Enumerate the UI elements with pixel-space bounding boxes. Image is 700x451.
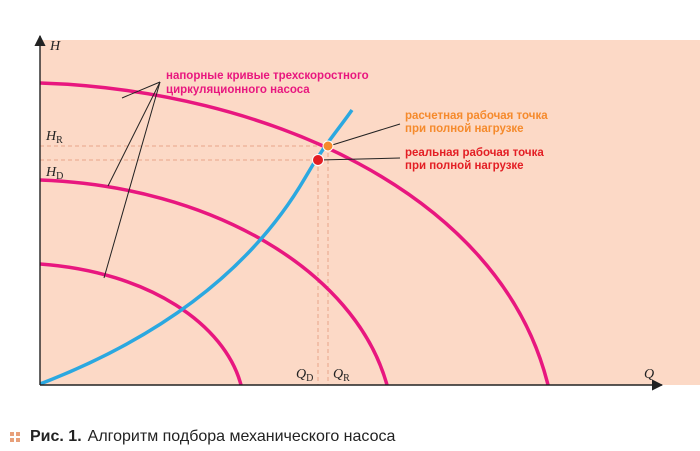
guide-lines	[40, 145, 329, 385]
pump-curves-line2: циркуляционного насоса	[166, 84, 310, 96]
hd-label-main: H	[45, 165, 57, 180]
design-point-leader	[328, 123, 401, 147]
actual-point-line1: реальная рабочая точка	[405, 147, 544, 159]
x-axis-label: Q	[644, 367, 654, 382]
leader-high	[121, 81, 161, 99]
hr-label: HR	[45, 129, 63, 146]
qd-label-sub: D	[306, 373, 313, 384]
pump-curve-low	[40, 262, 243, 385]
leader-medium	[107, 81, 161, 187]
pump-curves-line1: напорные кривые трехскоростного	[166, 70, 369, 82]
hr-label-sub: R	[56, 135, 63, 146]
y-axis-label: H	[49, 39, 61, 54]
hd-label-sub: D	[56, 171, 63, 182]
design-point-line2: при полной нагрузке	[405, 123, 524, 135]
hd-label: HD	[45, 165, 63, 182]
actual-point-line2: при полной нагрузке	[405, 160, 524, 172]
pump-curve-leaders	[103, 81, 161, 279]
leader-low	[103, 81, 161, 279]
qr-label-sub: R	[343, 373, 350, 384]
hr-label-main: H	[45, 129, 57, 144]
design-point-annotation: расчетная рабочая точка при полной нагру…	[405, 110, 551, 135]
pump-curves-annotation: напорные кривые трехскоростного циркуляц…	[166, 70, 372, 96]
actual-point-marker	[312, 154, 324, 166]
qd-label-main: Q	[296, 367, 306, 382]
design-point-marker	[322, 140, 334, 152]
qr-label: QR	[333, 367, 350, 384]
qr-label-main: Q	[333, 367, 343, 382]
figure-caption: Рис. 1. Алгоритм подбора механического н…	[10, 426, 395, 448]
caption-text: Алгоритм подбора механического насоса	[87, 428, 396, 445]
actual-point-annotation: реальная рабочая точка при полной нагруз…	[405, 147, 547, 172]
pump-curve-medium	[40, 178, 389, 385]
caption-bullet-icon	[10, 432, 20, 442]
caption-figure-number: Рис. 1.	[30, 428, 82, 445]
actual-point-leader	[318, 157, 401, 161]
design-point-line1: расчетная рабочая точка	[405, 110, 548, 122]
plot-background	[40, 40, 700, 385]
system-curve	[40, 108, 354, 385]
pump-curve-high	[40, 81, 550, 385]
qd-label: QD	[296, 367, 313, 384]
